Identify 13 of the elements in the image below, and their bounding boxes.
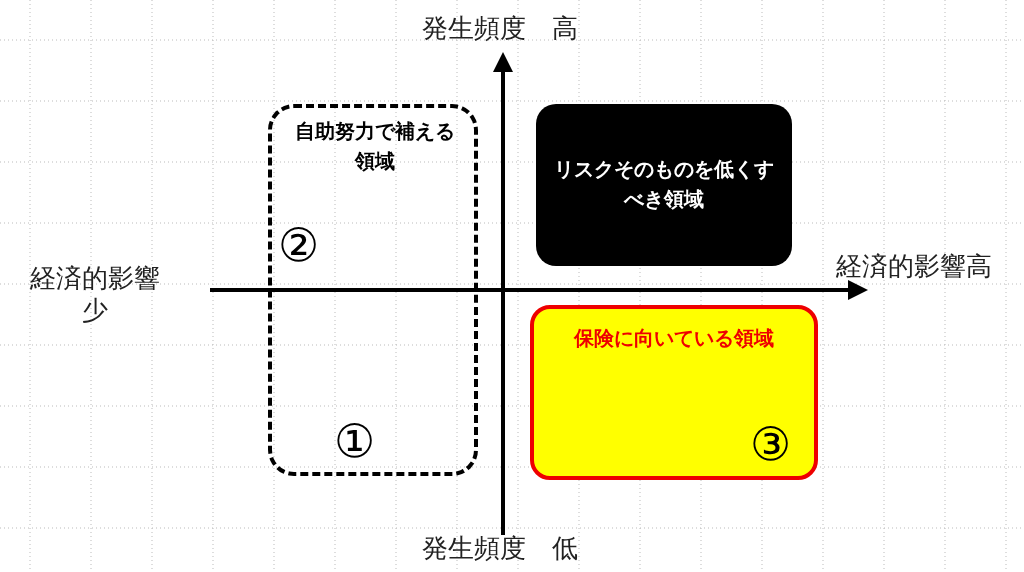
dashed-region-box (268, 104, 478, 476)
region-box (530, 305, 818, 480)
circled-number: ③ (750, 419, 792, 469)
region-title: 保険に向いている領域 (573, 325, 775, 352)
region-box (536, 104, 792, 266)
region-title: リスクそのものを低くすべき領域 (553, 156, 775, 213)
axis-label: 発生頻度 高 (421, 12, 579, 44)
circled-number: ① (334, 416, 376, 466)
axis-label: 経済的影響少 (29, 262, 161, 326)
axis-label: 経済的影響高 (835, 250, 993, 282)
axis-label: 発生頻度 低 (421, 532, 579, 564)
circled-number: ② (278, 220, 320, 270)
region-title: 自助努力で補える領域 (294, 118, 456, 175)
